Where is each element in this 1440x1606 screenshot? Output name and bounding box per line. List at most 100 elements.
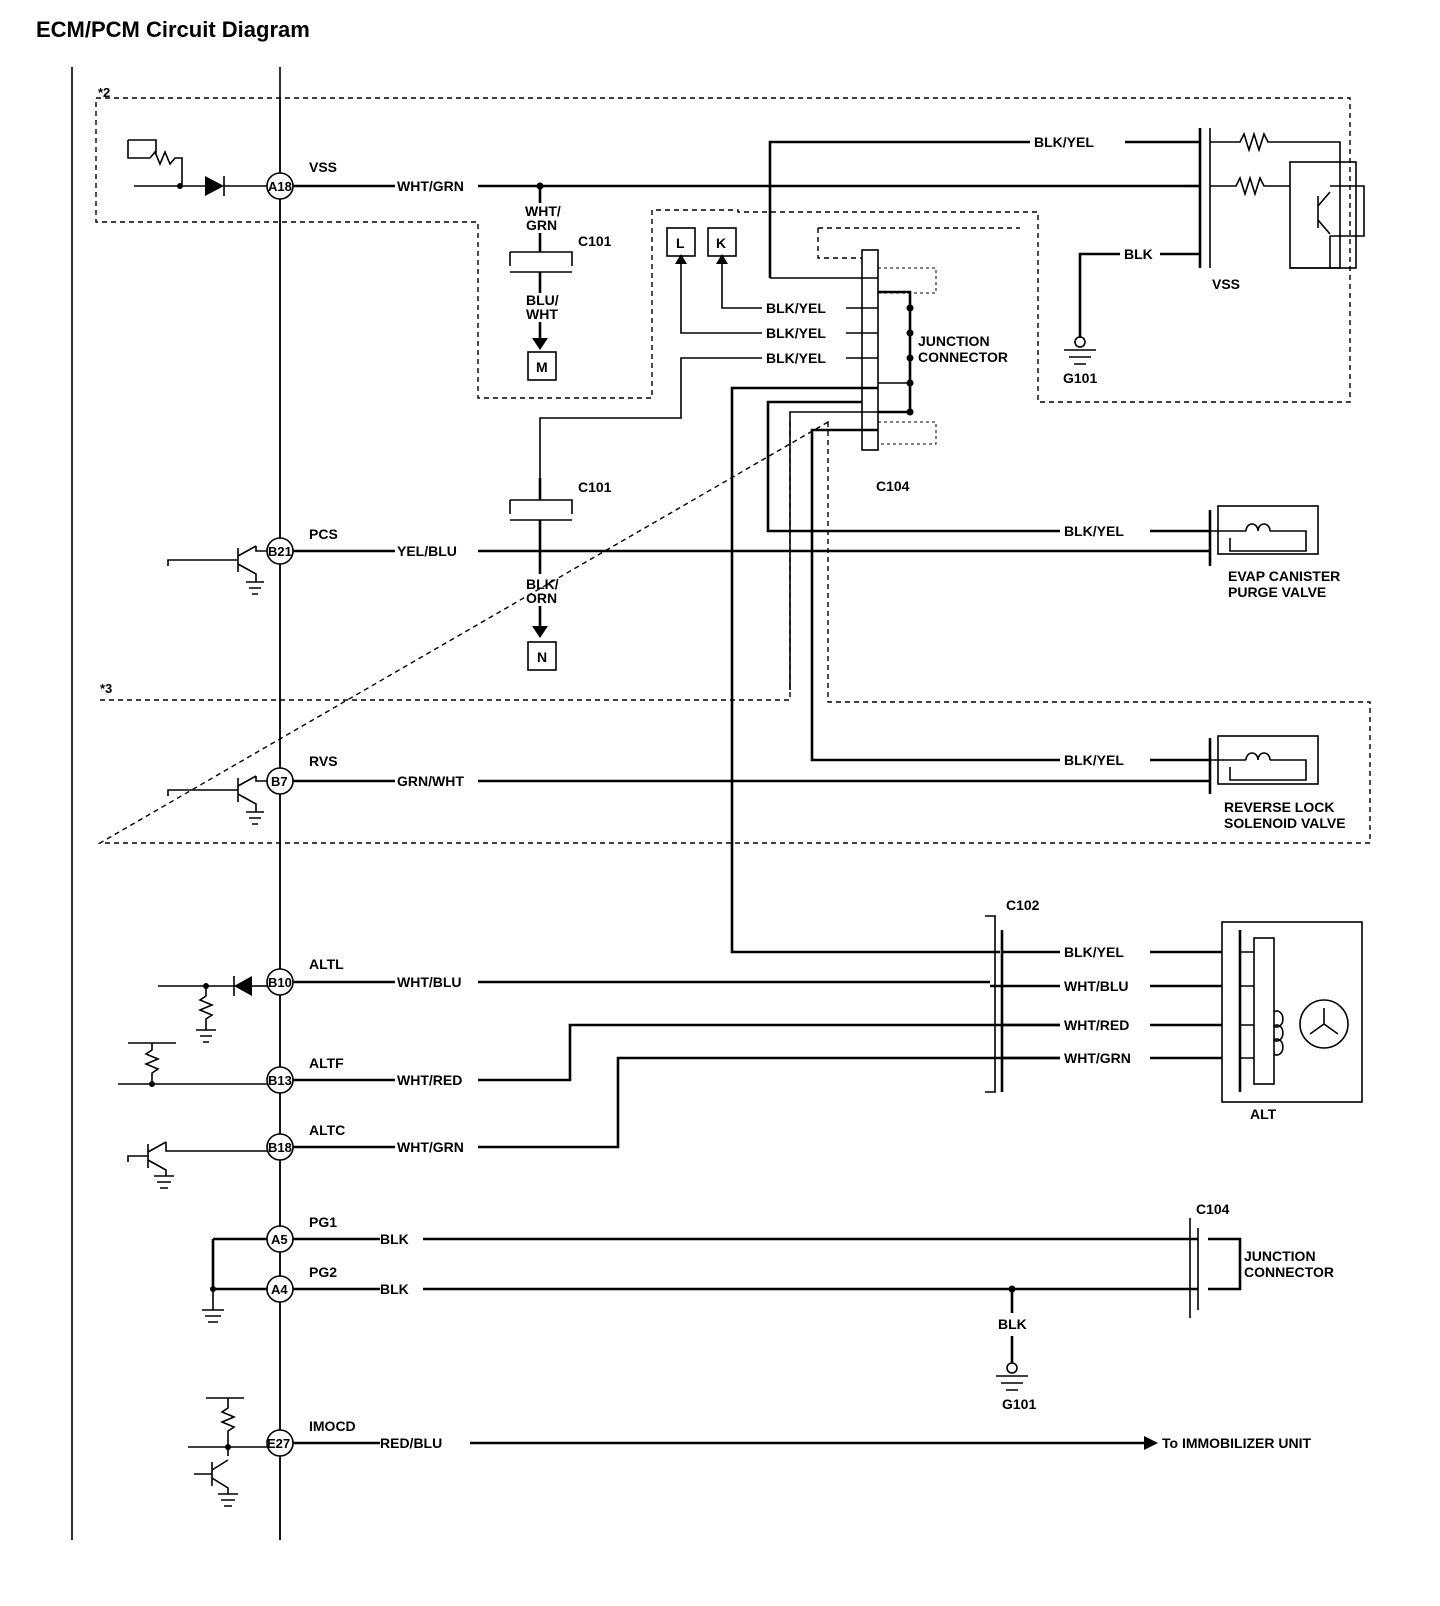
connector-c104-lower-jumper [1208,1237,1242,1291]
altf-input-circuit [118,1042,267,1087]
terminal-l [666,227,696,257]
wire-wht-grn-altc [293,1056,1222,1149]
wire-label-blk-pg1: BLK [380,1231,409,1247]
wire-label-wht-red-c102: WHT/RED [1064,1017,1129,1033]
wire-label-wht-red-altf: WHT/RED [397,1072,462,1088]
pcs-transistor [167,545,267,595]
ground-ecm-pg [202,1286,224,1323]
wire-label-blk-g101-lower: BLK [998,1316,1027,1332]
pin-a5-signal: PG1 [309,1214,337,1230]
vss-label: VSS [1212,276,1240,292]
wire-blk-g101-upper [1078,252,1200,338]
pin-b18-signal: ALTC [309,1122,345,1138]
note-2: *2 [98,85,110,100]
wire-label-blk-g101-upper: BLK [1124,246,1153,262]
arrows-l-k [675,254,728,264]
option-box-2 [95,97,1351,403]
junction-label-1: JUNCTION [918,333,990,349]
altl-input-circuit [158,976,267,1043]
junction-top-dashed [877,267,937,294]
rvs-transistor [167,775,267,825]
note-3: *3 [100,681,112,696]
vss-input-circuit [127,139,268,196]
ground-g101-lower [996,1362,1028,1391]
terminal-k-label: K [716,235,726,251]
junction-label-2: CONNECTOR [918,349,1008,365]
alt-label: ALT [1250,1106,1277,1122]
arrow-to-n [532,626,548,638]
pin-b13-id: B13 [268,1073,292,1088]
wire-label-wht-grn-altc: WHT/GRN [397,1139,464,1155]
wire-label-wht-grn-c102: WHT/GRN [1064,1050,1131,1066]
connector-c104-label: C104 [876,478,910,494]
evap-label-2: PURGE VALVE [1228,584,1326,600]
reverse-lock-solenoid-valve [1208,735,1319,794]
pin-b10-id: B10 [268,975,292,990]
wire-to-c101-lower [539,357,762,478]
wire-wht-red-altf [293,1023,1222,1082]
wire-label-blk-yel-c102: BLK/YEL [1064,944,1124,960]
junction-bus [878,290,912,414]
reverse-label-1: REVERSE LOCK [1224,799,1334,815]
connector-c104-lower-label: C104 [1196,1201,1230,1217]
connector-c104-lower-body [1189,1218,1199,1318]
wire-label-wht-grn-vss: WHT/GRN [397,178,464,194]
wire-label-blk-split: BLK/ [526,576,559,592]
wire-label-blk-pg2: BLK [380,1281,409,1297]
connector-c101-lower-label: C101 [578,479,612,495]
pin-b13-signal: ALTF [309,1055,344,1071]
wire-label-blk-yel-rev: BLK/YEL [1064,752,1124,768]
pin-a4-signal: PG2 [309,1264,337,1280]
pin-b18-id: B18 [268,1140,292,1155]
pin-b21-id: B21 [268,544,292,559]
pin-b21-signal: PCS [309,526,338,542]
vss-sensor [1198,128,1365,269]
junction-lower-label-1: JUNCTION [1244,1248,1316,1264]
wire-label-blk-yel-2: BLK/YEL [766,325,826,341]
pin-a5-id: A5 [271,1232,288,1247]
terminal-m [527,351,557,381]
arrow-to-immobilizer [1144,1436,1158,1450]
junction-dashed-outline [817,227,1020,259]
g101-lower-label: G101 [1002,1396,1036,1412]
junction-connector-body [861,249,879,451]
evap-label-1: EVAP CANISTER [1228,568,1340,584]
wire-label-wht-split-2: WHT [526,306,558,322]
connector-c101-lower [509,499,573,521]
alternator [1221,921,1363,1103]
wire-label-yel-blu: YEL/BLU [397,543,457,559]
junction-stubs [770,277,910,384]
wire-label-blk-yel-1: BLK/YEL [766,300,826,316]
wire-dashed-junction [789,411,878,690]
pin-e27-signal: IMOCD [309,1418,356,1434]
pin-a4-id: A4 [271,1282,288,1297]
wire-label-grn-split: GRN [526,217,557,233]
junction-bottom-dashed [877,421,937,445]
wire-blk-yel-evap [766,400,1210,533]
evap-purge-valve [1208,505,1319,566]
pin-e27-id: E27 [267,1436,290,1451]
reverse-label-2: SOLENOID VALVE [1224,815,1346,831]
terminal-l-label: L [676,235,685,251]
connector-c101-upper-label: C101 [578,233,612,249]
wire-blk-pg1 [211,1237,1198,1289]
wire-label-blk-yel-3: BLK/YEL [766,350,826,366]
junction-dots [906,304,914,416]
wires-l-k [680,264,762,334]
g101-upper-label: G101 [1063,370,1097,386]
immobilizer-label: To IMMOBILIZER UNIT [1162,1435,1311,1451]
wire-label-blu-split: BLU/ [526,292,559,308]
wire-label-wht-split: WHT/ [525,203,561,219]
wire-blk-yel-vss [768,140,1200,278]
connector-c101-upper [509,251,573,273]
connector-c102-label: C102 [1006,897,1040,913]
wire-label-blk-yel-vss: BLK/YEL [1034,134,1094,150]
wire-label-wht-blu-altl: WHT/BLU [397,974,462,990]
pin-b7-id: B7 [271,774,288,789]
imocd-input-circuit [188,1397,267,1507]
connector-c102-body [985,915,996,1093]
pin-b10-signal: ALTL [309,956,344,972]
wire-label-wht-blu-c102: WHT/BLU [1064,978,1129,994]
terminal-m-label: M [536,359,548,375]
